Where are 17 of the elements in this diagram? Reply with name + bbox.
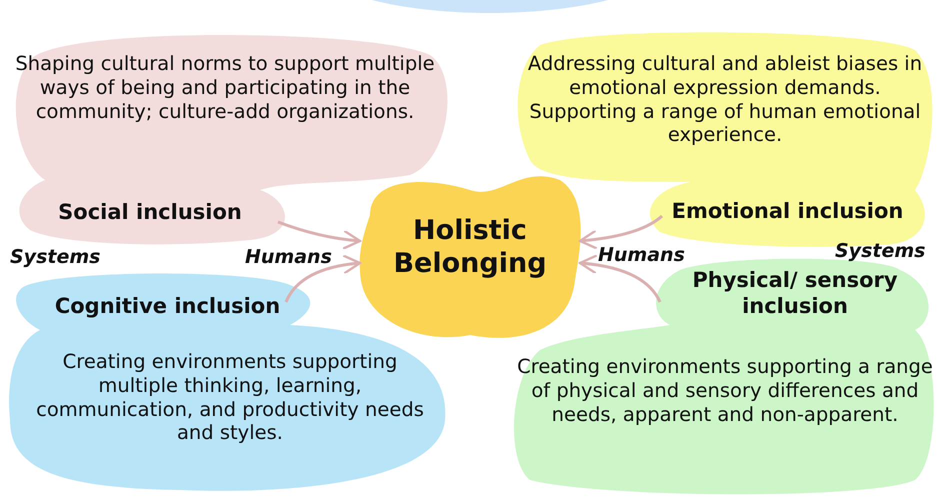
description-text: Creating environments supporting a range of physical and sensory differences and needs, apparent and non-apparent. bbox=[516, 355, 934, 426]
axis-label: Humans bbox=[245, 246, 332, 268]
axis-label: Systems bbox=[835, 240, 926, 262]
central-title: Holistic Belonging bbox=[392, 215, 548, 281]
arrow bbox=[277, 220, 362, 250]
arrow bbox=[284, 254, 362, 303]
description-text: Shaping cultural norms to support multiple ways of being and participating in the community; culture-add organizations. bbox=[15, 52, 435, 124]
axis-label: Humans bbox=[598, 244, 685, 266]
category-heading: Physical/ sensory inclusion bbox=[691, 268, 899, 320]
axis-label: Systems bbox=[10, 246, 100, 268]
category-heading: Social inclusion bbox=[57, 200, 243, 226]
description-text: Addressing cultural and ableist biases in emotional expression demands. Supporting a range of human emotional experience. bbox=[526, 52, 924, 148]
arrow bbox=[578, 214, 663, 250]
arrow bbox=[578, 254, 662, 303]
category-heading: Cognitive inclusion bbox=[54, 294, 282, 320]
description-text: Creating environments supporting multiple thinking, learning, communication, and productivity needs and styles. bbox=[35, 350, 425, 446]
category-heading: Emotional inclusion bbox=[670, 199, 904, 225]
